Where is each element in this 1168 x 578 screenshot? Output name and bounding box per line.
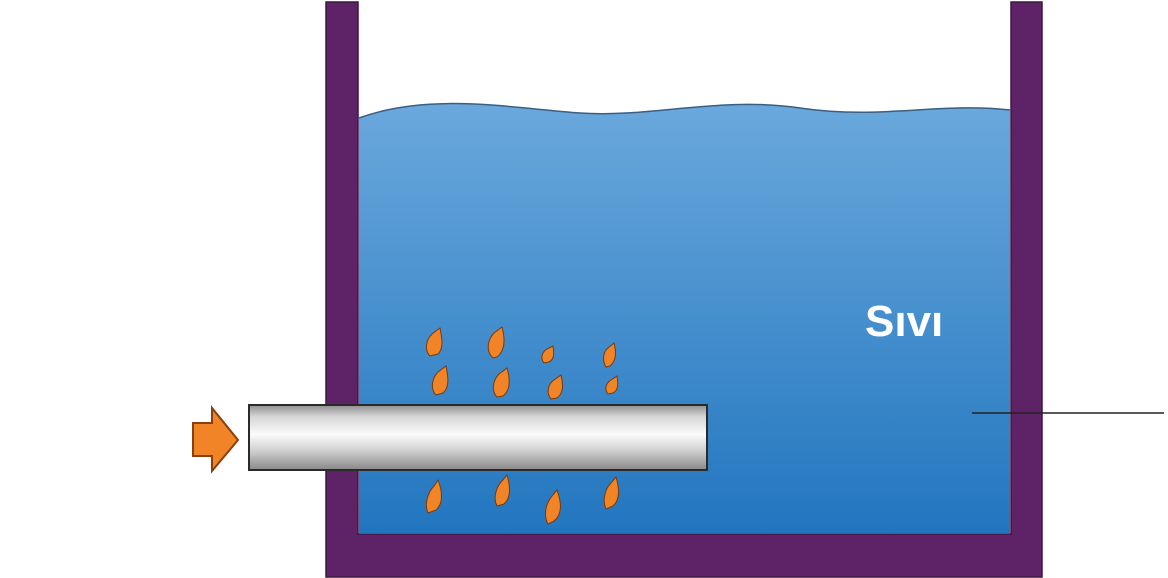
gas-bubble [494,473,511,507]
gas-bubble [605,375,619,395]
tank-wall [325,1,1043,578]
gas-bubble [603,475,620,510]
rising-bubbles-upper [425,326,619,400]
gas-bubble [492,367,510,398]
liquid-label: Sıvı [865,297,943,346]
gas-bubble [425,327,443,357]
gas-bubble [431,365,449,396]
gas-bubble [541,345,555,364]
gas-inlet-arrow-icon [192,405,240,474]
gas-bubble [603,342,616,368]
gas-bubble [425,478,442,514]
gas-bubble [487,326,505,359]
rising-bubbles-lower [425,473,620,525]
gas-bubble [544,489,561,525]
gas-bubble [547,374,563,400]
liquid-surface-line [358,102,1011,119]
sparger-pipe [248,404,708,471]
